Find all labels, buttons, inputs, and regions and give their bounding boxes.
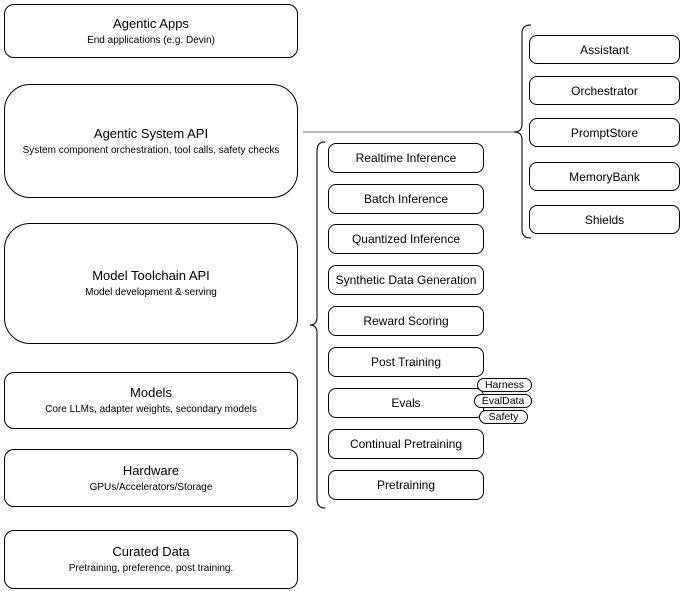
node-batch-inference[interactable]: Batch Inference (328, 184, 484, 214)
node-title: Models (130, 385, 172, 400)
node-label: Quantized Inference (351, 232, 461, 246)
node-label: Shields (584, 212, 625, 227)
toolchain-brace (309, 141, 326, 509)
tag-label: Safety (488, 411, 519, 423)
node-promptstore[interactable]: PromptStore (529, 118, 680, 147)
node-models[interactable]: Models Core LLMs, adapter weights, secon… (4, 372, 298, 429)
node-curated-data[interactable]: Curated Data Pretraining, preference, po… (4, 530, 298, 589)
node-orchestrator[interactable]: Orchestrator (529, 76, 680, 105)
node-title: Agentic Apps (113, 15, 189, 31)
node-label: Reward Scoring (363, 314, 449, 328)
node-title: Model Toolchain API (92, 268, 210, 283)
node-subtitle: Core LLMs, adapter weights, secondary mo… (45, 404, 257, 415)
node-memorybank[interactable]: MemoryBank (529, 162, 680, 191)
node-title: Agentic System API (93, 125, 209, 141)
node-synthetic-data-generation[interactable]: Synthetic Data Generation (328, 265, 484, 295)
node-agentic-system-api[interactable]: Agentic System API System component orch… (4, 84, 298, 198)
node-post-training[interactable]: Post Training (328, 347, 484, 377)
node-label: Synthetic Data Generation (335, 273, 477, 287)
node-label: Continual Pretraining (349, 437, 463, 451)
node-quantized-inference[interactable]: Quantized Inference (328, 224, 484, 254)
node-shields[interactable]: Shields (529, 205, 680, 234)
node-label: MemoryBank (569, 169, 640, 184)
node-reward-scoring[interactable]: Reward Scoring (328, 306, 484, 336)
node-agentic-apps[interactable]: Agentic Apps End applications (e.g. Devi… (4, 4, 298, 58)
node-pretraining[interactable]: Pretraining (328, 470, 484, 500)
node-label: Evals (391, 396, 421, 410)
tag-evaldata[interactable]: EvalData (474, 394, 532, 408)
node-evals[interactable]: Evals (328, 388, 484, 418)
node-label: Realtime Inference (355, 151, 457, 165)
tag-label: Harness (484, 379, 525, 391)
node-title: Hardware (122, 462, 180, 478)
node-label: Assistant (580, 42, 629, 57)
node-hardware[interactable]: Hardware GPUs/Accelerators/Storage (4, 449, 298, 507)
tag-harness[interactable]: Harness (477, 378, 532, 392)
tag-label: EvalData (481, 395, 525, 407)
node-label: Batch Inference (363, 192, 449, 206)
node-assistant[interactable]: Assistant (529, 35, 680, 64)
tag-safety[interactable]: Safety (479, 410, 528, 424)
node-label: Pretraining (376, 478, 436, 492)
node-label: PromptStore (570, 125, 639, 140)
node-label: Orchestrator (571, 83, 638, 98)
components-brace (513, 24, 532, 239)
node-realtime-inference[interactable]: Realtime Inference (328, 143, 484, 173)
node-label: Post Training (370, 355, 442, 369)
node-title: Curated Data (112, 544, 190, 559)
node-subtitle: Pretraining, preference, post training. (68, 563, 234, 574)
node-subtitle: End applications (e.g. Devin) (87, 34, 215, 46)
node-model-toolchain-api[interactable]: Model Toolchain API Model development & … (4, 223, 298, 344)
node-subtitle: GPUs/Accelerators/Storage (89, 481, 213, 493)
node-subtitle: System component orchestration, tool cal… (22, 144, 280, 156)
node-subtitle: Model development & serving (85, 287, 217, 298)
node-continual-pretraining[interactable]: Continual Pretraining (328, 429, 484, 459)
